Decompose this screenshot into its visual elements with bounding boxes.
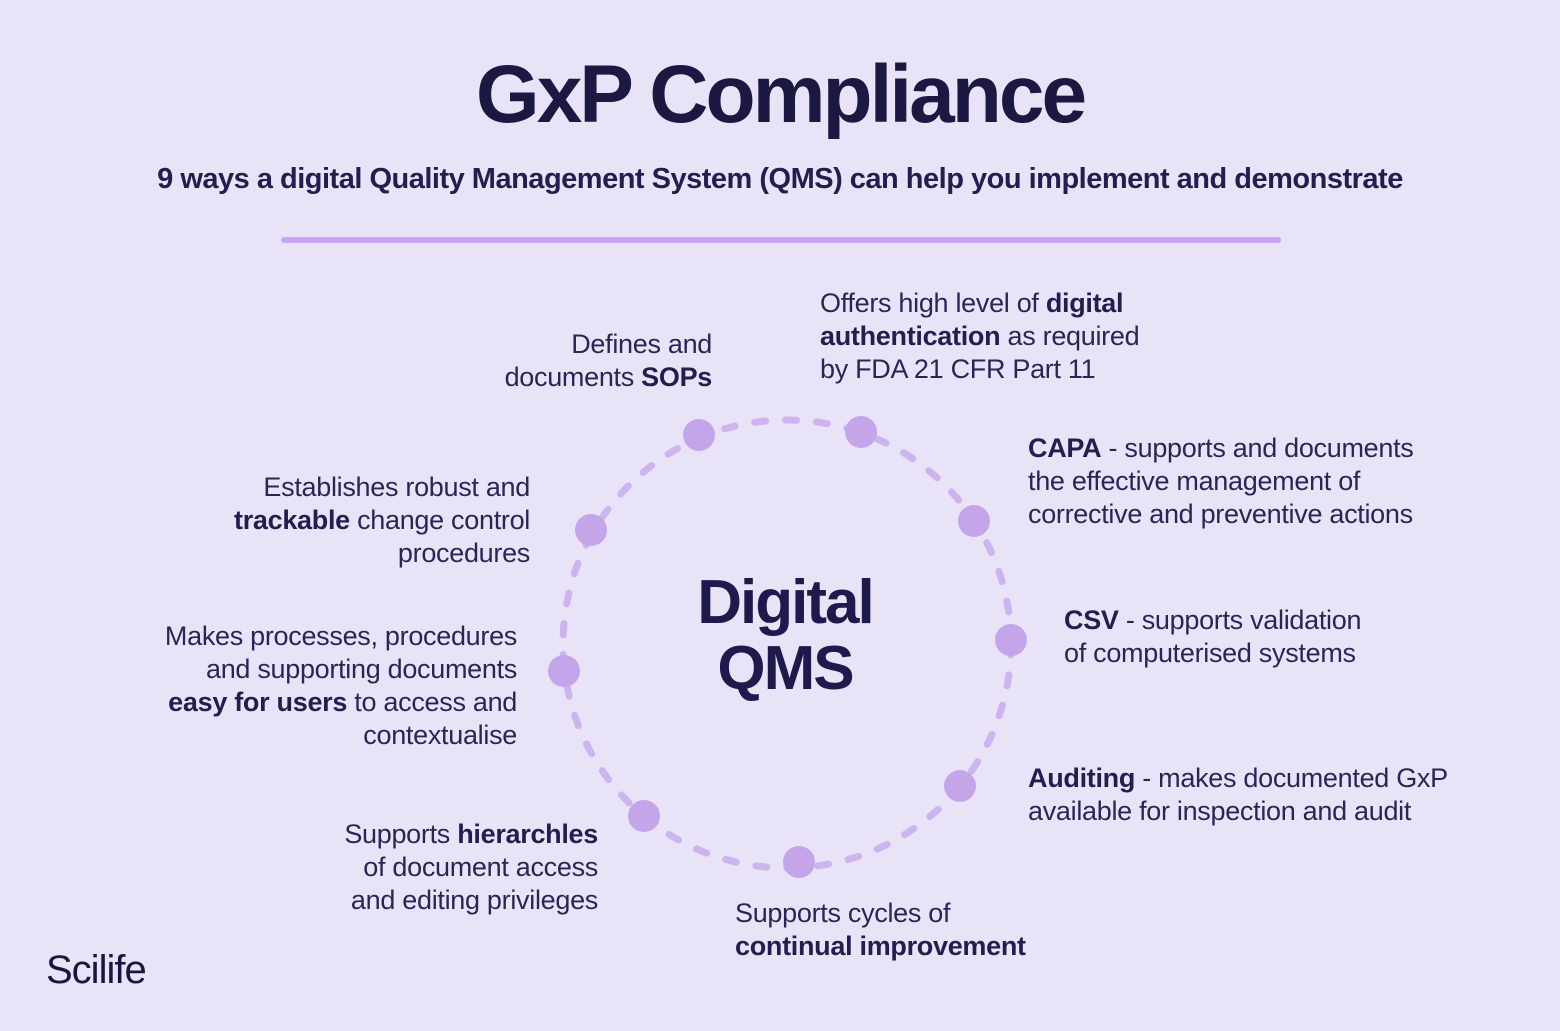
node-dot-change-control	[575, 514, 607, 546]
node-dot-hierarchies	[628, 800, 660, 832]
node-dot-sops	[683, 419, 715, 451]
node-dot-easy-for-users	[548, 655, 580, 687]
scilife-logo: Scilife	[46, 948, 147, 992]
center-label-line2: QMS	[717, 634, 854, 703]
node-dot-authentication	[845, 416, 877, 448]
center-label-digital-qms: Digital QMS	[585, 570, 985, 702]
node-dot-capa	[958, 505, 990, 537]
node-dot-csv	[995, 624, 1027, 656]
qms-cycle-diagram	[548, 416, 1027, 878]
node-dot-continual-improvement	[783, 846, 815, 878]
page-subtitle: 9 ways a digital Quality Management Syst…	[157, 163, 1403, 195]
center-label-line1: Digital	[697, 568, 874, 637]
divider-line	[281, 237, 1281, 243]
node-dot-auditing	[944, 770, 976, 802]
page-title: GxP Compliance	[475, 49, 1087, 140]
